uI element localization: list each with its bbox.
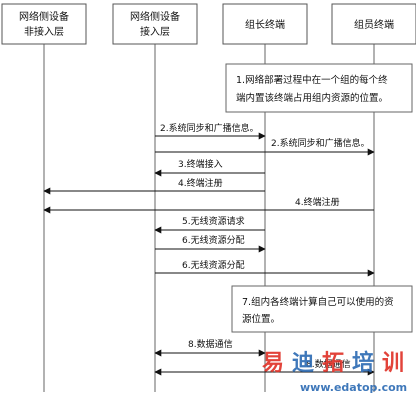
message-6: 6.无线资源分配 [155, 234, 266, 253]
message-3: 4.终端注册 [43, 177, 265, 195]
participant-p2-line1: 组长终端 [245, 18, 285, 31]
watermark-url: www.edatop.com [300, 381, 407, 394]
participant-p0-line2: 非接入层 [24, 25, 64, 38]
message-label-2: 3.终端接入 [178, 158, 223, 170]
participant-p1: 网络侧设备 接入层 [112, 3, 198, 45]
message-9: 8.数据通信 [154, 358, 375, 376]
watermark-char-4: 训 [382, 351, 404, 376]
message-8: 8.数据通信 [154, 338, 266, 357]
watermark-logo: 易 迪 拓 培 训 www.edatop.com [262, 350, 407, 394]
note-step1: 1.网络部署过程中在一个组的每个终 端内置该终端占用组内资源的位置。 [225, 63, 413, 113]
note-step1-line2: 端内置该终端占用组内资源的位置。 [236, 92, 388, 104]
participant-p1-line1: 网络侧设备 [130, 10, 180, 23]
message-label-3: 4.终端注册 [178, 177, 223, 189]
message-label-0: 2.系统同步和广播信息。 [160, 122, 259, 134]
participant-p3: 组员终端 [331, 3, 416, 45]
message-label-1: 2.系统同步和广播信息。 [271, 137, 370, 149]
message-label-9: 8.数据通信 [306, 358, 351, 370]
note-step7-line1: 7.组内各终端计算自己可以使用的资 [242, 296, 394, 308]
message-7: 6.无线资源分配 [155, 259, 375, 277]
message-0: 2.系统同步和广播信息。 [155, 122, 266, 140]
message-label-8: 8.数据通信 [188, 338, 233, 350]
message-5: 5.无线资源请求 [154, 215, 265, 234]
participant-p2: 组长终端 [222, 3, 308, 45]
participant-p3-line1: 组员终端 [354, 18, 394, 31]
watermark-char-3: 培 [352, 350, 374, 376]
watermark-char-1: 迪 [292, 351, 314, 376]
message-2: 3.终端接入 [154, 158, 265, 177]
message-4: 4.终端注册 [43, 196, 374, 214]
watermark-char-0: 易 [262, 351, 284, 376]
participant-p0: 网络侧设备 非接入层 [1, 3, 87, 45]
message-label-4: 4.终端注册 [295, 196, 340, 208]
message-label-6: 6.无线资源分配 [182, 234, 245, 246]
note-step7-line2: 源位置。 [242, 313, 280, 325]
message-label-5: 5.无线资源请求 [182, 215, 245, 227]
message-1: 2.系统同步和广播信息。 [155, 137, 375, 156]
note-step7: 7.组内各终端计算自己可以使用的资 源位置。 [231, 285, 413, 333]
participant-p1-line2: 接入层 [140, 25, 170, 38]
participant-p0-line1: 网络侧设备 [19, 10, 69, 23]
watermark-char-2: 拓 [322, 351, 344, 376]
note-step1-line1: 1.网络部署过程中在一个组的每个终 [236, 74, 388, 86]
message-label-7: 6.无线资源分配 [182, 259, 245, 271]
